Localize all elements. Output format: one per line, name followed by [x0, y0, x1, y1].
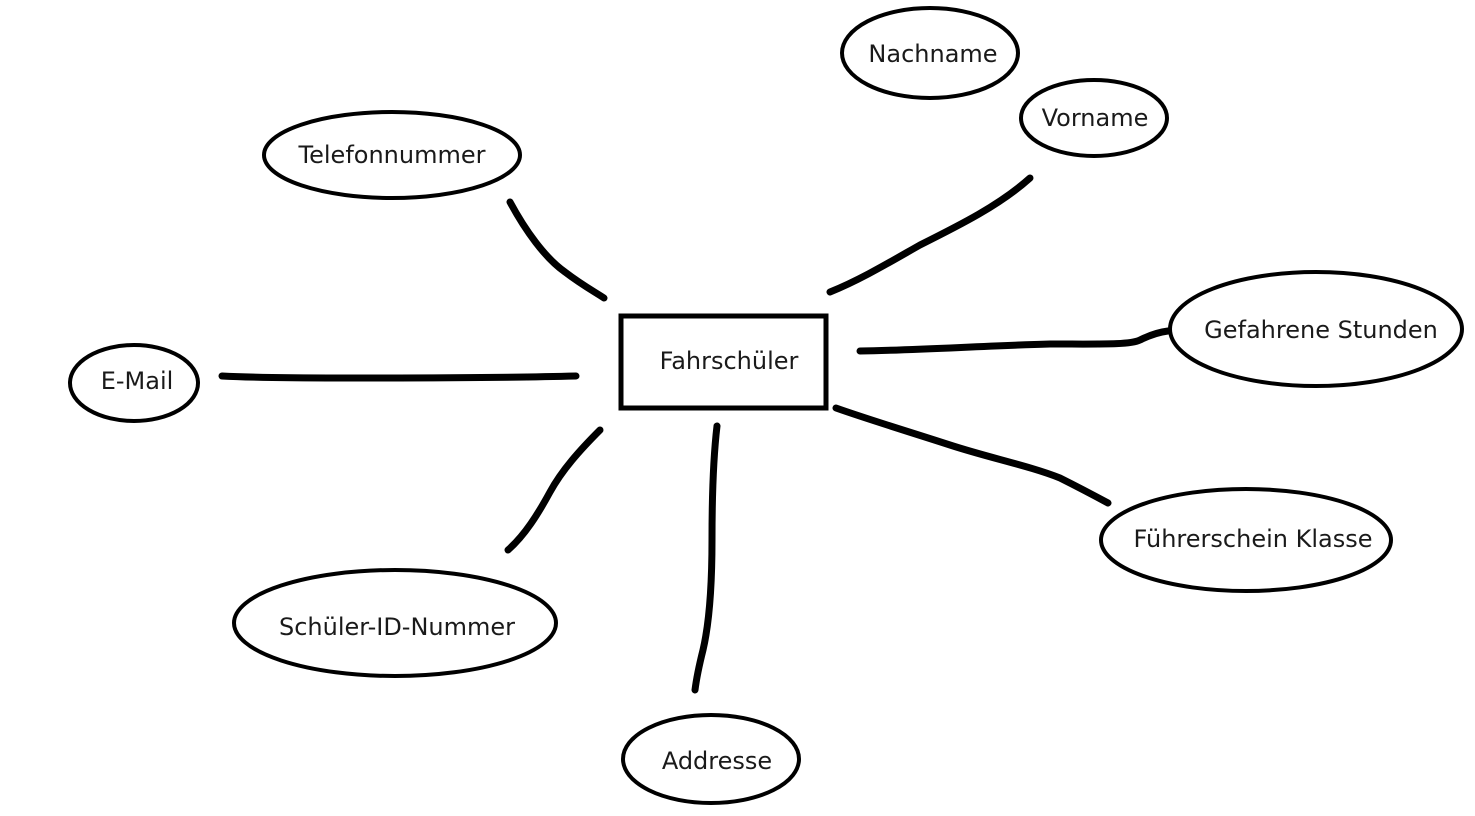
attribute-label: Telefonnummer: [298, 141, 486, 169]
attribute-fuehrerschein-klasse: Führerschein Klasse: [1099, 487, 1393, 593]
attribute-label: Schüler-ID-Nummer: [279, 613, 515, 641]
attribute-ellipse: [68, 343, 200, 423]
attribute-nachname: Nachname: [840, 6, 1020, 100]
attribute-ellipse: [1168, 270, 1464, 388]
attribute-label: Führerschein Klasse: [1134, 525, 1373, 553]
attribute-label: Nachname: [868, 40, 997, 68]
connector-email: [218, 372, 580, 382]
connector-telefonnummer: [506, 198, 608, 302]
attribute-ellipse: [1099, 487, 1393, 593]
entity-label: Fahrschüler: [660, 347, 799, 375]
connector-gefahrene-stunden: [856, 327, 1172, 355]
attribute-label: Vorname: [1042, 104, 1149, 132]
entity-fahrschueler: Fahrschüler: [618, 313, 829, 411]
attribute-label: E-Mail: [101, 367, 174, 395]
attribute-ellipse: [621, 713, 801, 805]
attribute-ellipse: [232, 568, 558, 678]
attribute-vorname: Vorname: [1019, 78, 1169, 158]
connector-schueler-id-nummer: [504, 426, 604, 554]
attribute-gefahrene-stunden: Gefahrene Stunden: [1168, 270, 1464, 388]
entity-box: [618, 313, 829, 411]
connector-addresse: [691, 422, 721, 694]
attribute-label: Addresse: [662, 747, 772, 775]
attribute-ellipse: [1019, 78, 1169, 158]
attribute-ellipse: [840, 6, 1020, 100]
attribute-addresse: Addresse: [621, 713, 801, 805]
attribute-telefonnummer: Telefonnummer: [262, 110, 522, 200]
attribute-email: E-Mail: [68, 343, 200, 423]
attribute-schueler-id-nummer: Schüler-ID-Nummer: [232, 568, 558, 678]
attribute-label: Gefahrene Stunden: [1204, 316, 1438, 344]
attribute-ellipse: [262, 110, 522, 200]
connector-fuehrerschein-klasse: [832, 404, 1112, 507]
connector-vorname: [826, 174, 1034, 296]
